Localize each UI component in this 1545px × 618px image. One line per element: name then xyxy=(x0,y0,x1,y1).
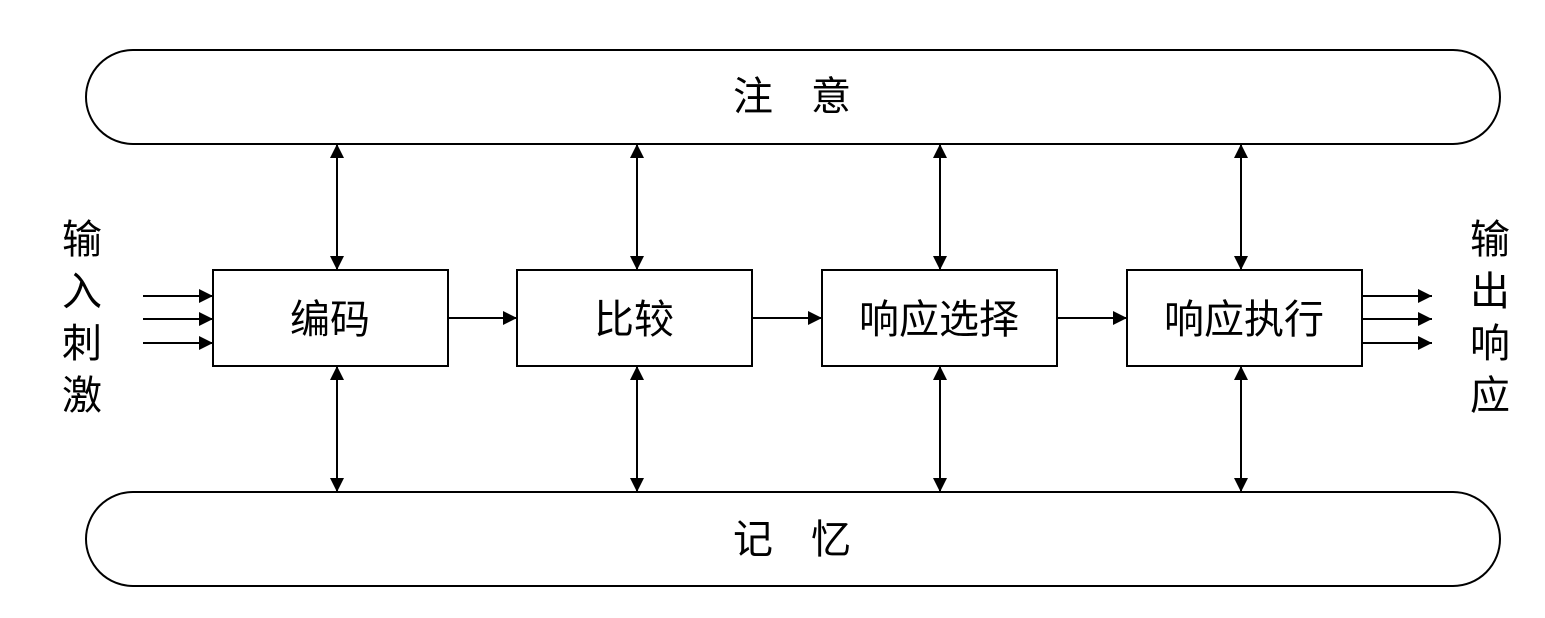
input-stimulus-label: 输 入 刺 激 xyxy=(58,214,106,422)
stage-label-comparison: 比较 xyxy=(594,297,674,343)
output-char: 出 xyxy=(1470,269,1510,315)
output-char: 输 xyxy=(1470,217,1510,263)
stage-label-encoding: 编码 xyxy=(290,297,370,343)
stage-label-response-selection: 响应选择 xyxy=(859,297,1019,343)
input-char: 激 xyxy=(62,373,102,419)
memory-pill xyxy=(85,491,1501,587)
input-char: 输 xyxy=(62,217,102,263)
stage-box-response-selection xyxy=(821,269,1058,367)
input-char: 刺 xyxy=(62,321,102,367)
attention-pill xyxy=(85,49,1501,145)
stage-box-response-execution xyxy=(1126,269,1363,367)
output-char: 应 xyxy=(1470,373,1510,419)
stage-box-encoding xyxy=(212,269,449,367)
memory-label: 记忆 xyxy=(733,517,889,563)
attention-label: 注意 xyxy=(733,74,889,120)
input-char: 入 xyxy=(62,269,102,315)
stage-label-response-execution: 响应执行 xyxy=(1164,297,1324,343)
output-char: 响 xyxy=(1470,321,1510,367)
output-response-label: 输 出 响 应 xyxy=(1466,214,1514,422)
